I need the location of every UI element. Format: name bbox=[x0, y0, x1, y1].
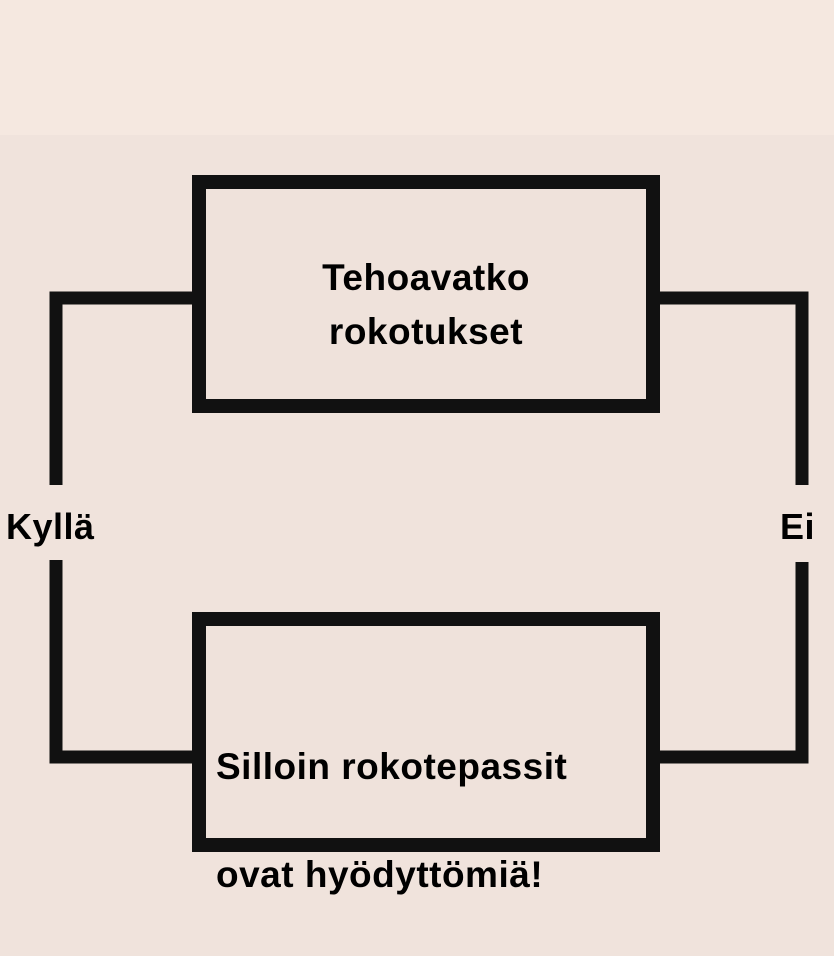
conclusion-box: Silloin rokotepassit ovat hyödyttömiä! bbox=[192, 612, 660, 895]
conclusion-line-1: Silloin rokotepassit bbox=[216, 746, 568, 787]
connector-no-lower bbox=[660, 562, 809, 764]
question-line-2: rokotukset bbox=[328, 311, 524, 352]
conclusion-line-2: ovat hyödyttömiä! bbox=[216, 854, 544, 895]
branch-label-yes: Kyllä bbox=[6, 506, 95, 547]
connector-yes-lower bbox=[49, 560, 192, 764]
question-text: Tehoavatko rokotukset bbox=[206, 251, 646, 359]
question-line-1: Tehoavatko bbox=[322, 257, 530, 298]
top-band bbox=[0, 0, 834, 135]
branch-label-no: Ei bbox=[780, 506, 816, 547]
connector-yes-upper bbox=[49, 291, 192, 485]
question-box: Tehoavatko rokotukset bbox=[192, 175, 660, 413]
connector-lines bbox=[49, 291, 809, 764]
connector-no-upper bbox=[660, 291, 809, 485]
conclusion-text: Silloin rokotepassit ovat hyödyttömiä! bbox=[216, 686, 676, 956]
